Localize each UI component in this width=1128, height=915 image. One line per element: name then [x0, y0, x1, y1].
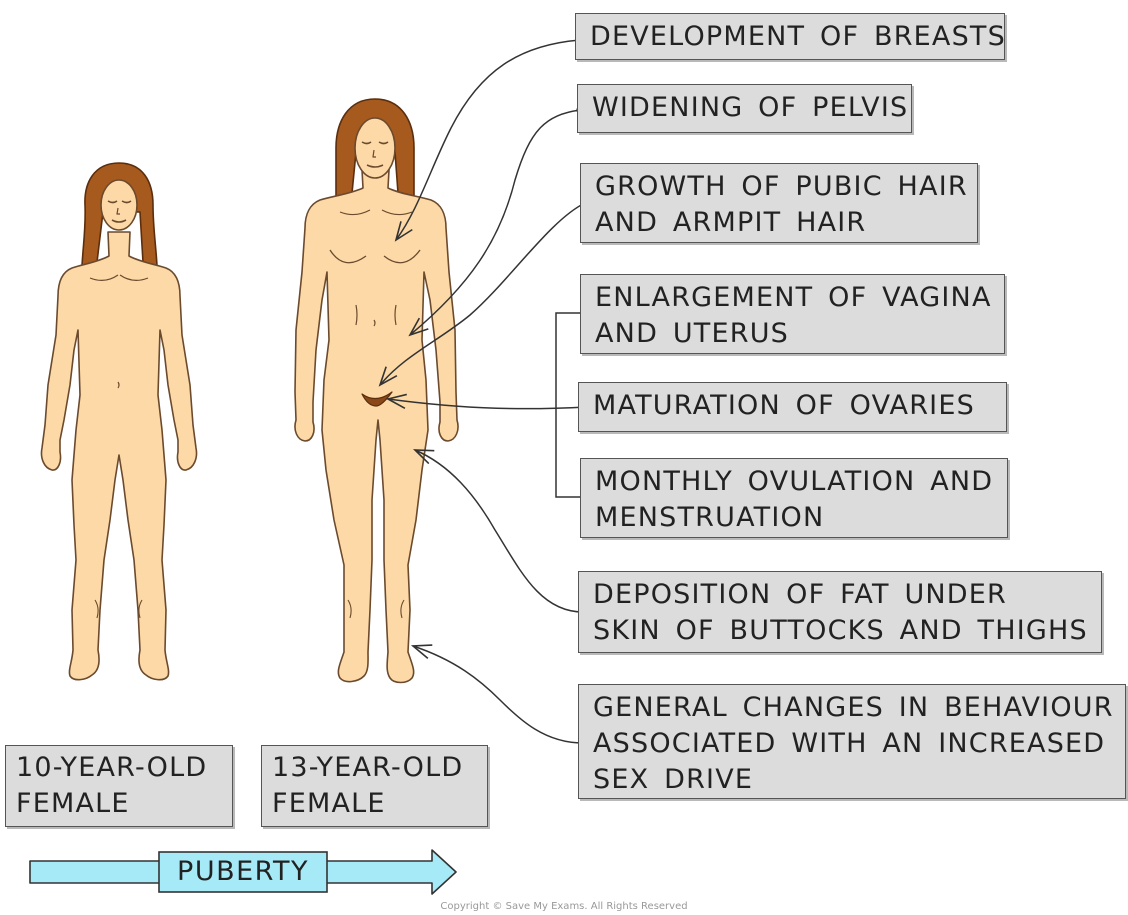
- age-label-13: 13-YEAR-OLD FEMALE: [261, 745, 488, 827]
- age-text-line: 10-YEAR-OLD: [16, 750, 222, 786]
- label-widening-of-pelvis: WIDENING OF PELVIS: [577, 84, 912, 133]
- label-text-line: GROWTH OF PUBIC HAIR: [595, 169, 965, 205]
- label-text-line: ENLARGEMENT OF VAGINA: [595, 280, 992, 316]
- label-maturation-of-ovaries: MATURATION OF OVARIES: [578, 382, 1007, 432]
- label-vagina-uterus: ENLARGEMENT OF VAGINA AND UTERUS: [580, 274, 1005, 354]
- label-text-line: GENERAL CHANGES IN BEHAVIOUR: [593, 690, 1113, 726]
- girl-10-body: [41, 232, 196, 680]
- pointer-fat: [415, 450, 583, 612]
- label-development-of-breasts: DEVELOPMENT OF BREASTS: [575, 13, 1005, 60]
- label-behaviour-changes: GENERAL CHANGES IN BEHAVIOUR ASSOCIATED …: [578, 684, 1126, 799]
- label-text-line: ASSOCIATED WITH AN INCREASED: [593, 726, 1113, 762]
- age-text-line: FEMALE: [16, 786, 222, 822]
- girl-10-figure: [41, 163, 196, 680]
- age-text-line: FEMALE: [272, 786, 477, 822]
- label-text-line: DEPOSITION OF FAT UNDER: [593, 577, 1089, 613]
- label-text-line: DEVELOPMENT OF BREASTS: [590, 19, 992, 55]
- pointer-behaviour: [413, 646, 583, 743]
- label-ovulation-menstruation: MONTHLY OVULATION AND MENSTRUATION: [580, 458, 1008, 538]
- girl-13-figure: [295, 99, 458, 683]
- label-text-line: MATURATION OF OVARIES: [593, 388, 994, 424]
- copyright-notice: Copyright © Save My Exams. All Rights Re…: [0, 901, 1128, 912]
- age-text-line: 13-YEAR-OLD: [272, 750, 477, 786]
- label-text-line: AND ARMPIT HAIR: [595, 205, 965, 241]
- label-text-line: MENSTRUATION: [595, 500, 995, 536]
- label-text-line: AND UTERUS: [595, 316, 992, 352]
- age-label-10: 10-YEAR-OLD FEMALE: [5, 745, 233, 827]
- label-fat-deposition: DEPOSITION OF FAT UNDER SKIN OF BUTTOCKS…: [578, 571, 1102, 653]
- label-text-line: MONTHLY OVULATION AND: [595, 464, 995, 500]
- puberty-label: PUBERTY: [159, 852, 327, 892]
- girl-13-body: [295, 170, 458, 683]
- label-text-line: SKIN OF BUTTOCKS AND THIGHS: [593, 613, 1089, 649]
- girl-13-face: [355, 118, 395, 178]
- label-pubic-armpit-hair: GROWTH OF PUBIC HAIR AND ARMPIT HAIR: [580, 163, 978, 243]
- label-text-line: WIDENING OF PELVIS: [592, 90, 899, 126]
- label-text-line: SEX DRIVE: [593, 762, 1113, 798]
